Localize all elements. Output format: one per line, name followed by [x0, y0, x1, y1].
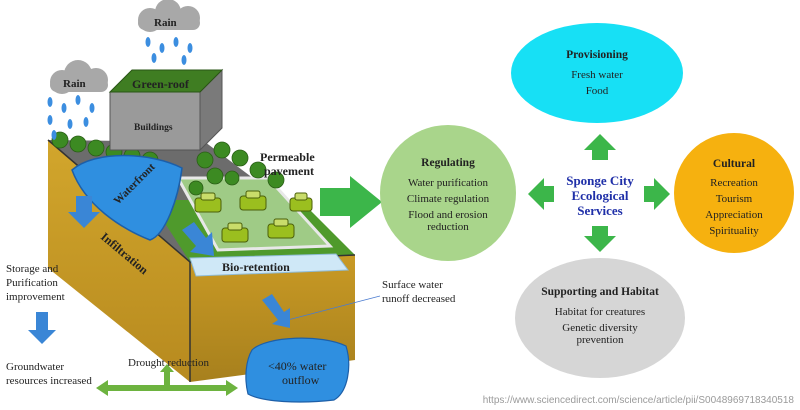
permeable-label-line1: Permeable [260, 150, 315, 164]
infiltration-arrow-icon [68, 196, 100, 228]
waterfront-pond [71, 154, 183, 241]
building [108, 68, 224, 152]
regulating-item: Climate regulation [407, 193, 490, 205]
cultural-title: Cultural [713, 158, 755, 170]
green-roof-label: Green-roof [132, 77, 190, 91]
provisioning-title: Provisioning [566, 49, 628, 61]
bio-retention-label: Bio-retention [222, 260, 290, 274]
storage-down-arrow-icon [28, 312, 56, 344]
regulating-circle [380, 125, 516, 261]
outflow-label-line1: <40% water [268, 359, 326, 373]
groundwater-label-line2: resources increased [6, 375, 92, 387]
arrow-down-icon [584, 226, 616, 252]
drought-label: Drought reduction [128, 357, 209, 369]
regulating-item: Water purification [408, 177, 489, 189]
center-title-line2: Ecological [571, 188, 628, 203]
cultural-circle [674, 133, 794, 253]
arrow-right-icon [644, 178, 670, 210]
source-url: https://www.sciencedirect.com/science/ar… [483, 395, 795, 406]
drought-double-arrow-icon [96, 364, 238, 396]
infiltration-arrow-icon [182, 222, 214, 256]
regulating-item: reduction [427, 221, 469, 233]
buildings-label: Buildings [134, 123, 173, 133]
water-outflow-shape [245, 337, 350, 403]
cultural-item: Recreation [710, 177, 758, 189]
supporting-item: Habitat for creatures [555, 306, 645, 318]
supporting-item: prevention [576, 334, 624, 346]
car-icon [221, 222, 249, 243]
car-icon [289, 192, 313, 212]
supporting-title: Supporting and Habitat [541, 286, 659, 298]
car-icon [239, 190, 267, 211]
rain-top-label: Rain [154, 17, 177, 29]
surface-runoff-arrow-icon [262, 294, 290, 328]
cloud-icon-left [50, 60, 108, 94]
storage-label-line3: improvement [6, 291, 65, 303]
green-roof-top [108, 69, 224, 93]
outflow-label-line2: outflow [282, 373, 320, 387]
car-icon [267, 218, 295, 239]
rain-left-label: Rain [63, 78, 86, 90]
supporting-ellipse [515, 258, 685, 378]
supporting-item: Genetic diversity [562, 322, 638, 334]
center-title-line3: Services [577, 203, 622, 218]
center-title-line1: Sponge City [566, 173, 634, 188]
regulating-item: Flood and erosion [408, 209, 488, 221]
surface-runoff-label-line2: runoff decreased [382, 293, 456, 305]
cultural-item: Appreciation [705, 209, 763, 221]
storage-label-line1: Storage and [6, 263, 59, 275]
surface-runoff-label-line1: Surface water [382, 279, 443, 291]
arrow-left-icon [528, 178, 554, 210]
car-icon [194, 192, 222, 213]
regulating-title: Regulating [421, 157, 475, 169]
provisioning-item: Fresh water [571, 69, 623, 81]
big-right-arrow-icon [320, 176, 382, 228]
permeable-label-line2: pavement [264, 164, 314, 178]
cloud-icon-top [138, 0, 200, 32]
rain-drops-icon [47, 37, 193, 140]
cultural-item: Tourism [716, 193, 753, 205]
provisioning-item: Food [586, 85, 609, 97]
groundwater-label-line1: Groundwater [6, 361, 64, 373]
cultural-item: Spirituality [709, 225, 759, 237]
arrow-up-icon [584, 134, 616, 160]
provisioning-ellipse [511, 23, 683, 123]
bio-retention-strip [189, 253, 349, 277]
storage-label-line2: Purification [6, 277, 58, 289]
